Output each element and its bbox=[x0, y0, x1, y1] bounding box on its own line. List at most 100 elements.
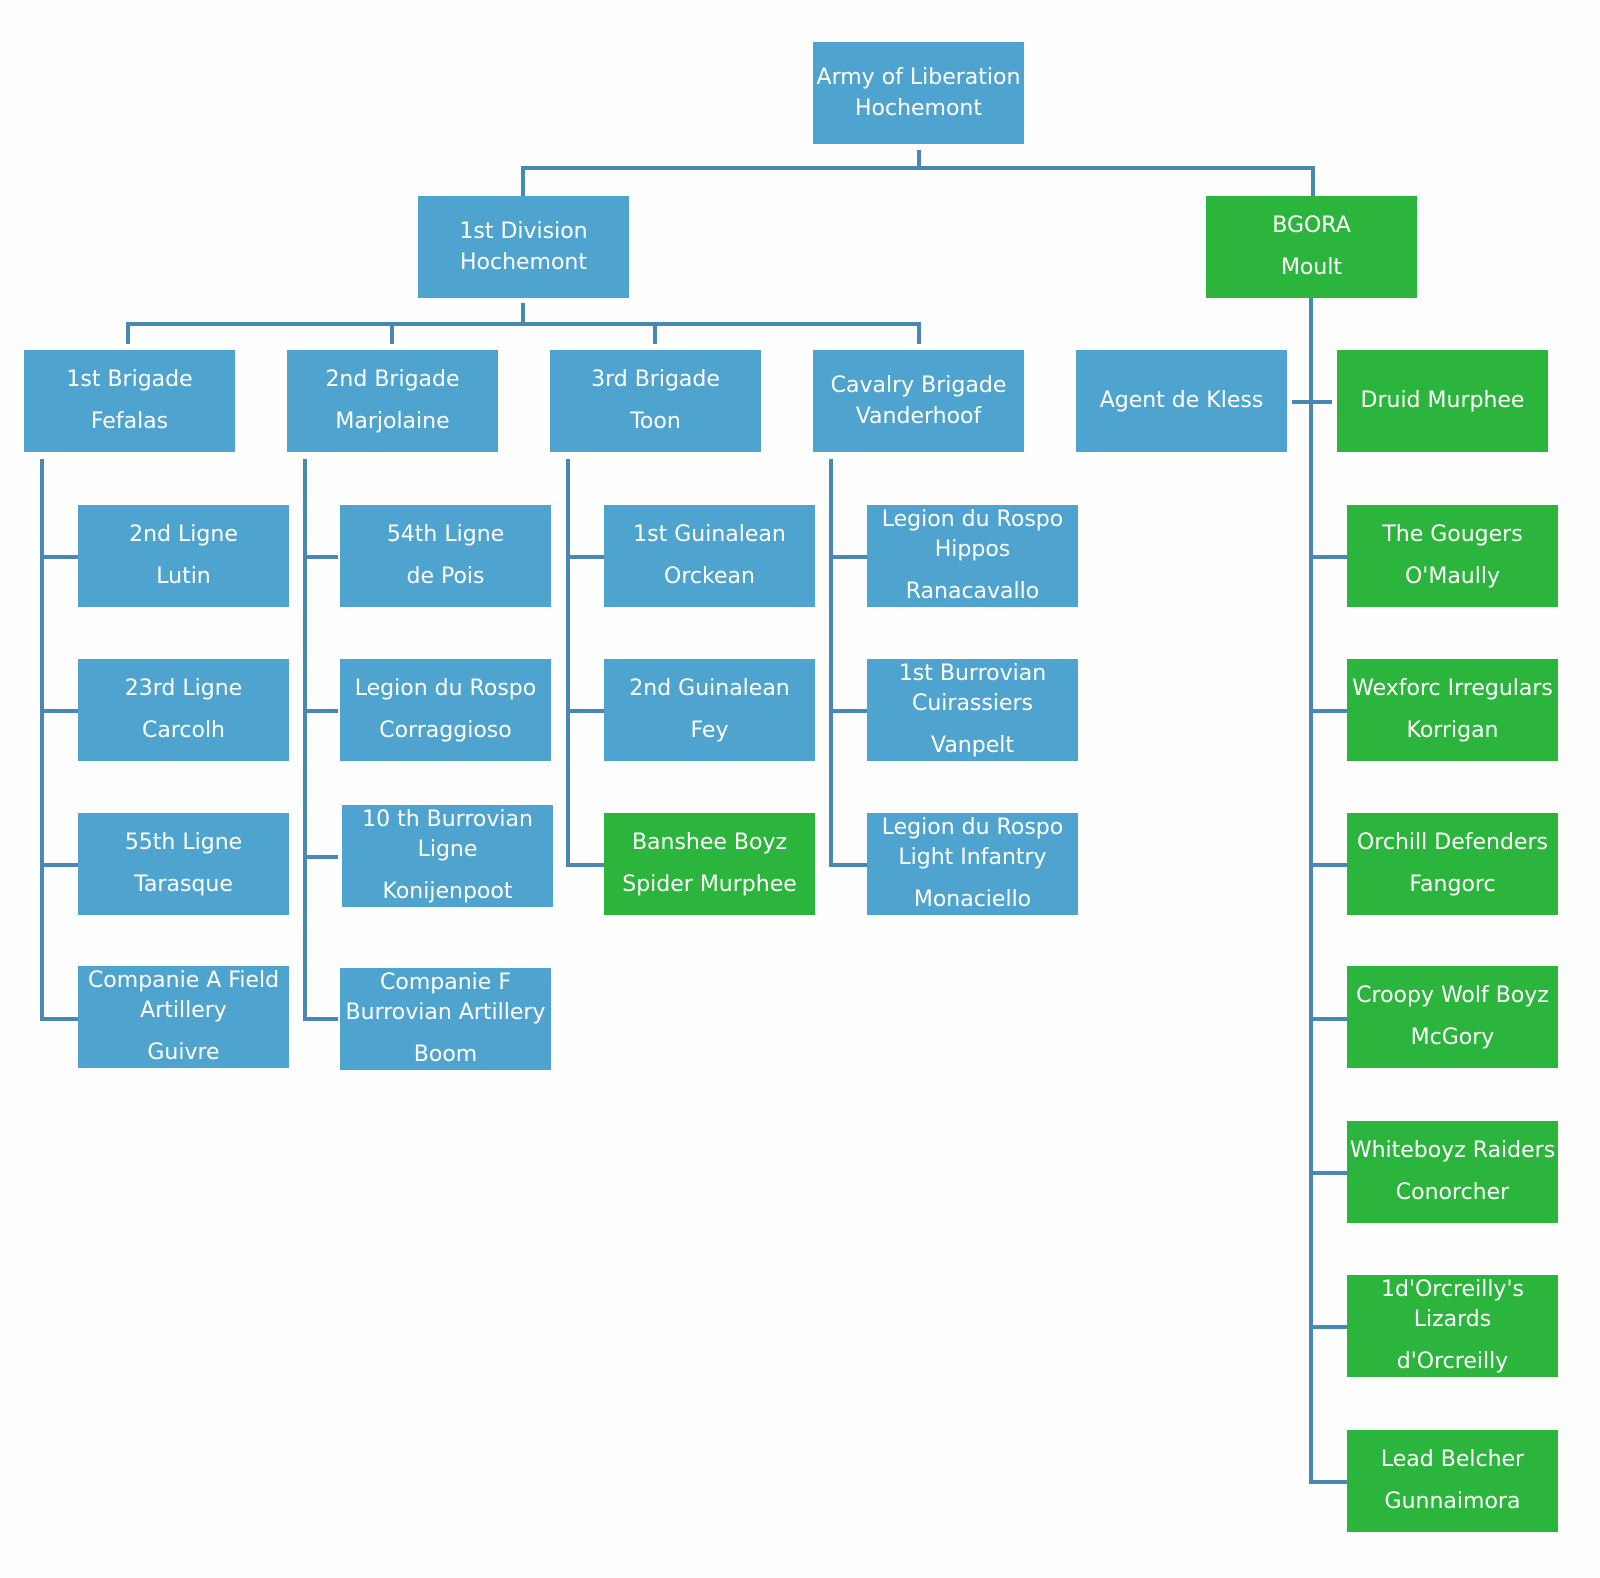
node-title: 23rd Ligne bbox=[124, 676, 243, 701]
node-commander: Ranacavallo bbox=[905, 579, 1040, 604]
node-title: BGORA bbox=[1272, 213, 1351, 238]
node-title: Army of Liberation bbox=[816, 65, 1021, 90]
node-unit: Legion du Rospo Light Infantry Monaciell… bbox=[867, 813, 1078, 915]
node-unit: 54th Ligne de Pois bbox=[340, 505, 551, 607]
connector bbox=[521, 303, 525, 325]
node-agent: Agent de Kless bbox=[1076, 350, 1287, 452]
node-title: 54th Ligne bbox=[386, 522, 505, 547]
node-commander: de Pois bbox=[406, 564, 485, 589]
connector bbox=[126, 322, 921, 326]
node-commander: McGory bbox=[1410, 1025, 1495, 1050]
connector bbox=[1309, 1171, 1347, 1175]
node-bgora: BGORA Moult bbox=[1206, 196, 1417, 298]
connector bbox=[303, 855, 338, 859]
node-title: Orchill Defenders bbox=[1357, 830, 1548, 855]
node-unit: 2nd Ligne Lutin bbox=[78, 505, 289, 607]
connector bbox=[1309, 1017, 1347, 1021]
node-commander: Guivre bbox=[147, 1040, 220, 1065]
node-brigade: 1st Brigade Fefalas bbox=[24, 350, 235, 452]
node-commander: Conorcher bbox=[1395, 1180, 1510, 1205]
node-commander: Fangorc bbox=[1409, 872, 1496, 897]
node-title: Whiteboyz Raiders bbox=[1349, 1138, 1556, 1163]
node-unit: Whiteboyz Raiders Conorcher bbox=[1347, 1121, 1558, 1223]
connector bbox=[40, 863, 78, 867]
connector bbox=[829, 709, 867, 713]
node-commander: Lutin bbox=[156, 564, 211, 589]
node-title: 2nd Brigade bbox=[325, 367, 460, 392]
node-unit: 23rd Ligne Carcolh bbox=[78, 659, 289, 761]
node-unit: Wexforc Irregulars Korrigan bbox=[1347, 659, 1558, 761]
connector bbox=[829, 555, 867, 559]
node-unit: Lead Belcher Gunnaimora bbox=[1347, 1430, 1558, 1532]
connector bbox=[829, 863, 867, 867]
connector bbox=[303, 555, 338, 559]
node-brigade: 2nd Brigade Marjolaine bbox=[287, 350, 498, 452]
node-commander: Tarasque bbox=[134, 872, 233, 897]
node-unit: 1st Guinalean Orckean bbox=[604, 505, 815, 607]
node-title: 55th Ligne bbox=[124, 830, 243, 855]
connector bbox=[653, 322, 657, 344]
connector bbox=[917, 322, 921, 344]
node-title: Legion du Rospo bbox=[354, 676, 537, 701]
connector bbox=[829, 459, 833, 867]
node-title: Banshee Boyz bbox=[631, 830, 788, 855]
node-commander: Corraggioso bbox=[379, 718, 512, 743]
node-unit: Croopy Wolf Boyz McGory bbox=[1347, 966, 1558, 1068]
node-unit: 55th Ligne Tarasque bbox=[78, 813, 289, 915]
connector bbox=[1292, 400, 1332, 404]
node-army: Army of Liberation Hochemont bbox=[813, 42, 1024, 144]
node-title: 1d'Orcreilly's Lizards bbox=[1381, 1277, 1524, 1332]
node-title: The Gougers bbox=[1382, 522, 1523, 547]
node-unit: Orchill Defenders Fangorc bbox=[1347, 813, 1558, 915]
connector bbox=[1309, 863, 1347, 867]
connector bbox=[1309, 1325, 1347, 1329]
node-commander: Fefalas bbox=[90, 409, 169, 434]
connector bbox=[1309, 298, 1313, 1484]
connector bbox=[566, 459, 570, 867]
connector bbox=[566, 709, 604, 713]
node-unit: Companie A Field Artillery Guivre bbox=[78, 966, 289, 1068]
node-title: Companie A Field Artillery bbox=[87, 968, 280, 1023]
node-title: 3rd Brigade bbox=[591, 367, 720, 392]
node-title: 1st Division bbox=[459, 219, 588, 244]
node-unit: The Gougers O'Maully bbox=[1347, 505, 1558, 607]
node-unit: Companie F Burrovian Artillery Boom bbox=[340, 968, 551, 1070]
node-unit: 1st Burrovian Cuirassiers Vanpelt bbox=[867, 659, 1078, 761]
connector bbox=[1309, 555, 1347, 559]
node-title: Croopy Wolf Boyz bbox=[1356, 983, 1549, 1008]
connector bbox=[521, 166, 1315, 170]
node-title: 2nd Ligne bbox=[129, 522, 238, 547]
node-commander: Vanderhoof bbox=[855, 404, 982, 429]
node-unit: 2nd Guinalean Fey bbox=[604, 659, 815, 761]
connector bbox=[303, 1017, 338, 1021]
node-title: 2nd Guinalean bbox=[629, 676, 790, 701]
node-commander: Marjolaine bbox=[335, 409, 450, 434]
connector bbox=[40, 459, 44, 1021]
connector bbox=[40, 1017, 78, 1021]
node-commander: Hochemont bbox=[854, 96, 983, 121]
node-commander: Hochemont bbox=[459, 250, 588, 275]
node-commander: Toon bbox=[630, 409, 681, 434]
node-title: 1st Burrovian Cuirassiers bbox=[898, 661, 1047, 716]
node-division: 1st Division Hochemont bbox=[418, 196, 629, 298]
node-commander: Orckean bbox=[664, 564, 755, 589]
node-title: Wexforc Irregulars bbox=[1352, 676, 1553, 701]
node-commander: Korrigan bbox=[1406, 718, 1499, 743]
node-unit: Legion du Rospo Corraggioso bbox=[340, 659, 551, 761]
node-unit: Legion du Rospo Hippos Ranacavallo bbox=[867, 505, 1078, 607]
node-title: Cavalry Brigade bbox=[830, 373, 1007, 398]
connector bbox=[303, 709, 338, 713]
connector bbox=[40, 555, 78, 559]
connector bbox=[126, 322, 130, 344]
node-commander: Vanpelt bbox=[930, 733, 1014, 758]
node-commander: Moult bbox=[1280, 255, 1343, 280]
node-commander: Fey bbox=[690, 718, 729, 743]
node-commander: Monaciello bbox=[913, 887, 1032, 912]
node-commander: O'Maully bbox=[1404, 564, 1500, 589]
connector bbox=[303, 459, 307, 1021]
node-commander: Boom bbox=[413, 1042, 478, 1067]
node-commander: Gunnaimora bbox=[1384, 1489, 1521, 1514]
node-title: 1st Brigade bbox=[66, 367, 193, 392]
connector bbox=[390, 322, 394, 344]
